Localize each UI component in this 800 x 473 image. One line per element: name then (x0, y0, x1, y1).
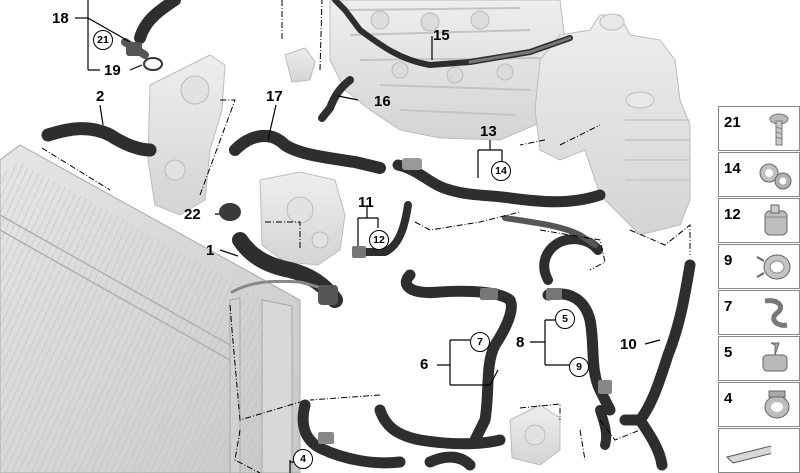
callout-6: 6 (420, 356, 429, 373)
circled-ref-21: 21 (93, 30, 113, 50)
legend-item: 7 (718, 290, 800, 335)
legend-label: 14 (724, 160, 741, 177)
circled-ref-14: 14 (491, 161, 511, 181)
callout-8: 8 (516, 334, 525, 351)
callout-1: 1 (206, 242, 215, 259)
circled-ref-4: 4 (293, 449, 313, 469)
legend-label: 7 (724, 298, 733, 315)
callout-22: 22 (184, 206, 201, 223)
expansion-tank (534, 13, 691, 236)
callout-17: 17 (266, 88, 283, 105)
clamp-icon (764, 390, 790, 419)
legend-label: 5 (724, 344, 733, 361)
small-valve (284, 47, 316, 83)
parts-legend: 21 14 12 9 7 5 (718, 106, 800, 473)
radiator (0, 144, 301, 473)
callout-15: 15 (433, 27, 450, 44)
clip-bracket-icon (762, 342, 788, 372)
electric-pump (509, 404, 561, 466)
circled-ref-7: 7 (470, 332, 490, 352)
legend-item: 5 (718, 336, 800, 381)
callout-16: 16 (374, 93, 391, 110)
double-clip-icon (759, 163, 792, 190)
thermostat-housing (259, 171, 346, 266)
circled-ref-5: 5 (555, 309, 575, 329)
legend-label: 21 (724, 114, 741, 131)
engine-block (329, 0, 566, 141)
legend-label: 9 (724, 252, 733, 269)
circled-ref-12: 12 (369, 230, 389, 250)
callout-13: 13 (480, 123, 497, 140)
callout-18: 18 (52, 10, 69, 27)
callout-11: 11 (358, 194, 374, 211)
legend-item: 9 (718, 244, 800, 289)
tool-icon (726, 445, 771, 464)
legend-item (718, 428, 800, 473)
callout-19: 19 (104, 62, 121, 79)
callout-2: 2 (96, 88, 105, 105)
spring-clamp-icon (756, 254, 791, 280)
circled-ref-9: 9 (569, 357, 589, 377)
legend-item: 21 (718, 106, 800, 151)
spring-clip-icon (764, 298, 788, 328)
hose-clamp-icon (764, 204, 788, 236)
bolt-icon (769, 113, 789, 146)
legend-label: 12 (724, 206, 741, 223)
callout-10: 10 (620, 336, 637, 353)
legend-item: 12 (718, 198, 800, 243)
water-pump-housing (147, 54, 226, 216)
legend-item: 14 (718, 152, 800, 197)
hoses (41, 0, 696, 471)
legend-item: 4 (718, 382, 800, 427)
legend-label: 4 (724, 390, 733, 407)
clips (126, 42, 612, 444)
leader-lines (41, 0, 691, 473)
